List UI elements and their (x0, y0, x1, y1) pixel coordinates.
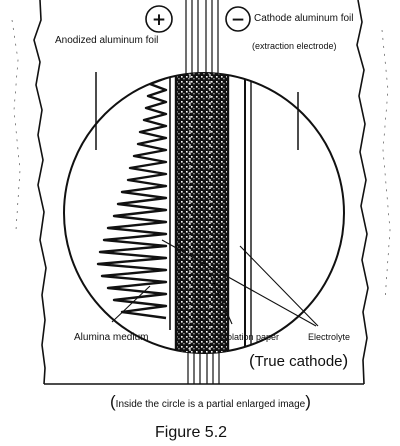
svg-text:+: + (152, 10, 166, 30)
isolation-paper-strip (176, 73, 228, 353)
lead-bundle-top (185, 0, 219, 75)
leader-isolation (207, 269, 233, 325)
figure-caption: Figure 5.2 (155, 424, 228, 441)
electrolyte-label: Electrolyte (308, 332, 351, 342)
leader-alumina (111, 285, 151, 323)
casing-left-inner (11, 19, 21, 231)
anodized-foil-label: Anodized aluminum foil (55, 35, 159, 46)
svg-text:−: − (231, 10, 245, 30)
casing-right-inner (381, 29, 391, 301)
leader-electrolyte-2 (239, 245, 319, 327)
true-cathode-label: (True cathode) (249, 351, 349, 370)
casing-right-edge (356, 0, 369, 385)
alumina-medium-label: Alumina medium (74, 332, 149, 343)
extraction-electrode-label: (extraction electrode) (252, 41, 337, 51)
lead-bundle-bottom (187, 352, 220, 384)
anodized-foil-zigzag (96, 76, 168, 320)
isolation-paper-label: Isolation paper (220, 332, 280, 342)
positive-terminal: + (145, 5, 173, 33)
cathode-foil-label: Cathode aluminum foil (254, 13, 354, 24)
casing-left-edge (33, 0, 47, 385)
leader-electrolyte-1 (161, 239, 317, 327)
inside-circle-note: (Inside the circle is a partial enlarged… (110, 392, 311, 411)
negative-terminal: − (225, 6, 251, 32)
